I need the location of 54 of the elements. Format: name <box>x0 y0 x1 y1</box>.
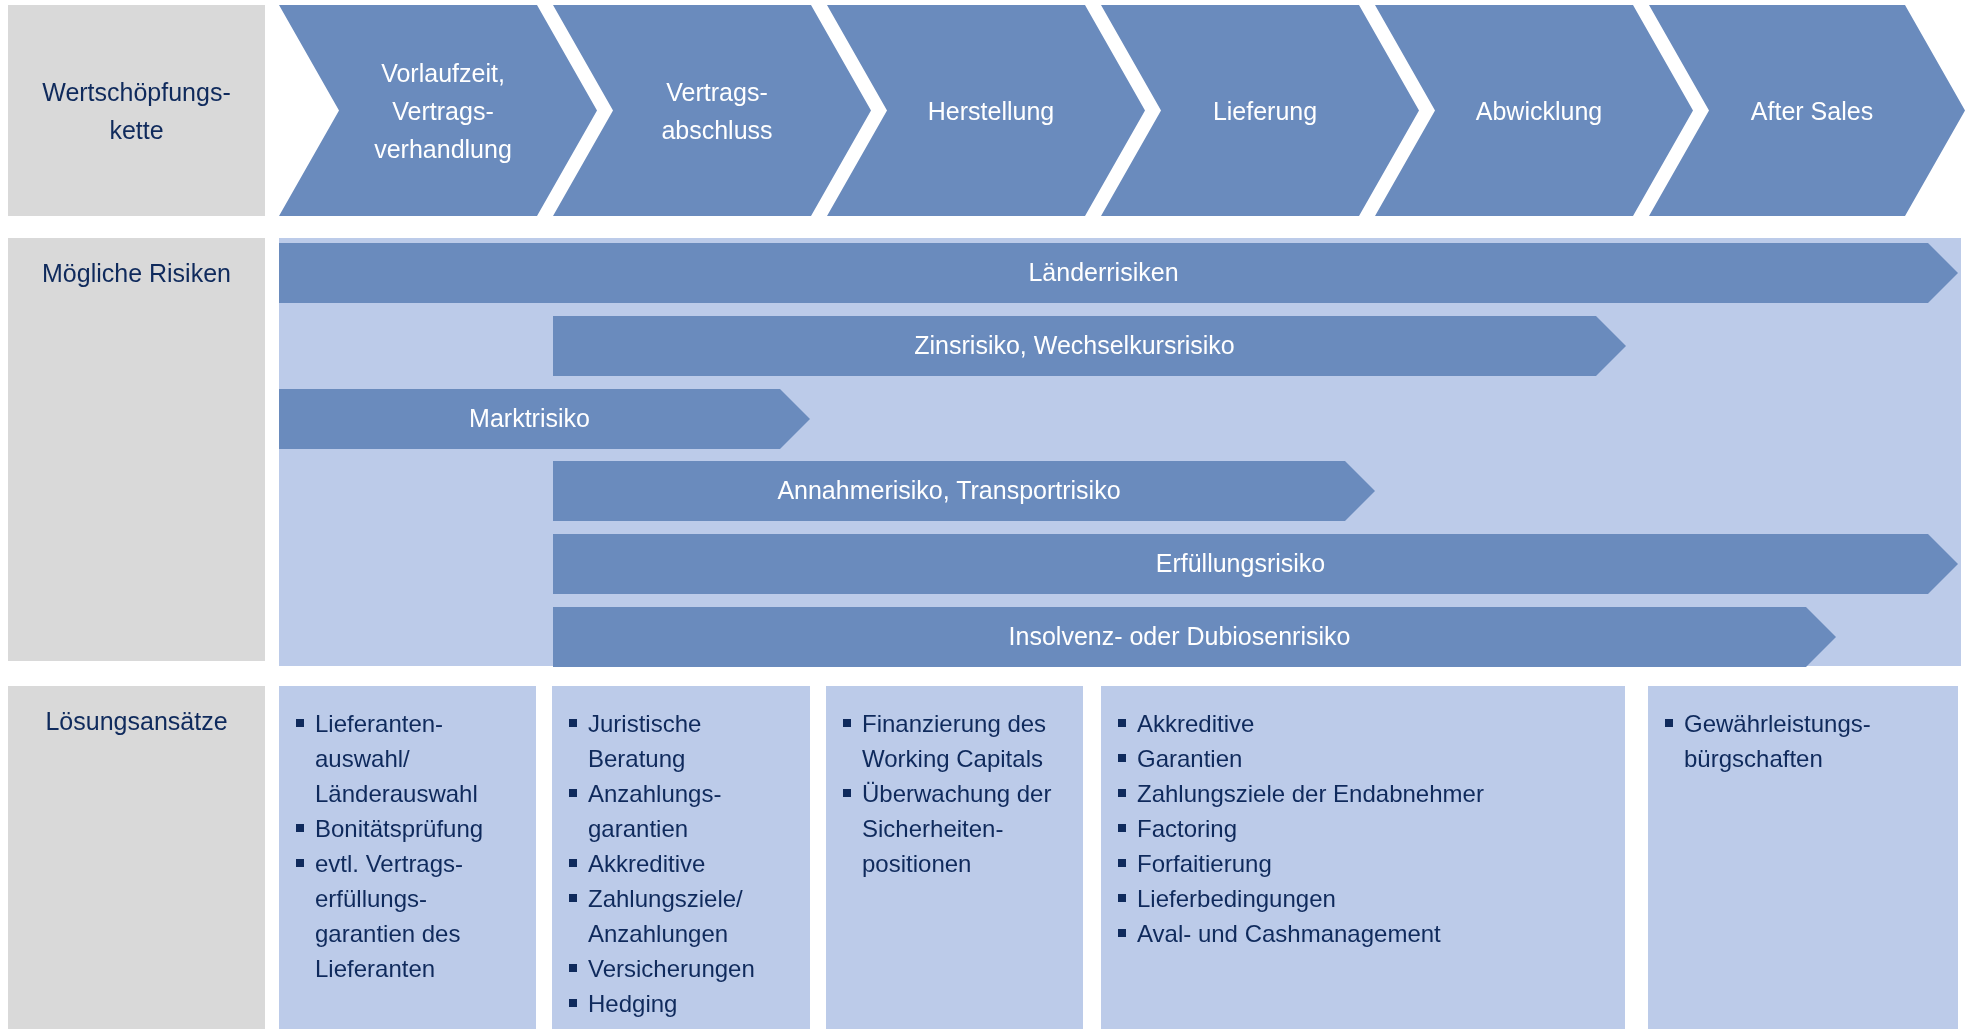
risk-label: Marktrisiko <box>469 403 590 435</box>
process-step-label: Vertrags- abschluss <box>660 76 774 146</box>
process-step-label: Herstellung <box>927 95 1055 127</box>
process-step-label: Vorlaufzeit, Vertrags- verhandlung <box>373 57 513 165</box>
solution-item: Zahlungsziele/ Anzahlungen <box>588 885 743 947</box>
process-step-label: Lieferung <box>1212 95 1318 127</box>
solution-item: Gewährleistungs- bürgschaften <box>1684 710 1871 772</box>
process-step-label: After Sales <box>1750 95 1874 127</box>
row-header-label: Mögliche Risiken <box>42 258 231 289</box>
solution-item: Lieferbedingungen <box>1137 885 1336 912</box>
solution-item: Anzahlungs- garantien <box>588 780 722 842</box>
row-header <box>8 238 265 661</box>
row-header-label: Lösungsansätze <box>45 706 228 737</box>
risk-label: Erfüllungsrisiko <box>1155 548 1326 580</box>
solution-box <box>552 686 810 1029</box>
solution-box <box>826 686 1083 1029</box>
risk-band <box>553 316 1626 376</box>
solution-item: Garantien <box>1137 745 1243 772</box>
solution-box <box>1101 686 1625 1029</box>
process-step <box>553 5 871 216</box>
row-header-label: Wertschöpfungs- kette <box>41 76 232 146</box>
process-step <box>827 5 1145 216</box>
risk-label: Insolvenz- oder Dubiosenrisiko <box>1008 621 1351 653</box>
solution-item: Hedging <box>588 990 678 1017</box>
solution-item: Juristische Beratung <box>588 710 702 772</box>
solution-item: Aval- und Cashmanagement <box>1137 920 1441 947</box>
solution-box <box>279 686 536 1029</box>
solution-item: evtl. Vertrags- erfüllungs- garantien des Lieferanten <box>315 850 464 982</box>
row-header <box>8 686 265 1029</box>
solution-item: Factoring <box>1137 815 1238 842</box>
solution-item: Akkreditive <box>588 850 706 877</box>
solution-box <box>1648 686 1958 1029</box>
risk-band <box>553 534 1958 594</box>
solution-item: Forfaitierung <box>1137 850 1272 877</box>
process-step-label: Abwicklung <box>1475 95 1603 127</box>
process-step <box>1649 5 1965 216</box>
solution-item: Bonitätsprüfung <box>315 815 484 842</box>
risk-label: Zinsrisiko, Wechselkursrisiko <box>914 330 1235 362</box>
risk-band <box>553 607 1836 667</box>
risk-band <box>279 389 810 449</box>
solution-item: Überwachung der Sicherheiten- positionen <box>862 780 1052 877</box>
solution-item: Versicherungen <box>588 955 755 982</box>
solution-item: Finanzierung des Working Capitals <box>862 710 1047 772</box>
solution-item: Zahlungsziele der Endabnehmer <box>1137 780 1484 807</box>
risk-band <box>553 461 1375 521</box>
process-step <box>1375 5 1693 216</box>
row-header <box>8 5 265 216</box>
risk-band <box>279 243 1958 303</box>
solution-item: Akkreditive <box>1137 710 1255 737</box>
solution-item: Lieferanten- auswahl/ Länderauswahl <box>315 710 478 807</box>
process-step <box>279 5 597 216</box>
risk-label: Länderrisiken <box>1028 257 1179 289</box>
risk-label: Annahmerisiko, Transportrisiko <box>777 475 1121 507</box>
process-step <box>1101 5 1419 216</box>
